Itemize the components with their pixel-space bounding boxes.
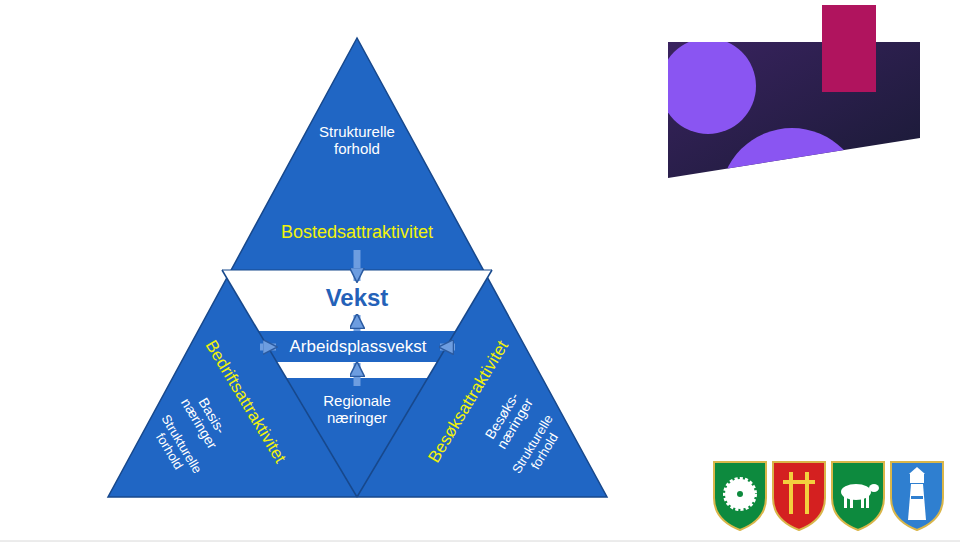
cross-symbol [783,480,799,484]
diagram-section: Vekst [307,283,407,313]
lighthouse-symbol [909,467,925,474]
saw-blade [725,479,755,509]
diagram-section: Regionale næringer [307,388,407,430]
flow-arrow [354,363,361,386]
flow-arrow [260,344,276,351]
flow-arrow [440,344,455,351]
coat-of-arms [773,462,825,530]
node-text: Strukturelle forhold [309,124,405,157]
coat-of-arms [714,462,766,530]
deco-circle [720,128,864,272]
cross-symbol [799,480,815,484]
cow-symbol [869,484,879,492]
flow-arrow [354,315,361,331]
coat-of-arms [891,462,943,530]
diagram-section: Arbeidsplassvekst [278,333,438,361]
saw-hub [737,491,743,497]
lighthouse-symbol [908,484,926,520]
deco-rect [822,5,876,92]
lighthouse-symbol [910,474,924,483]
work-band [258,331,457,362]
cow-symbol [850,496,853,508]
node-text: Bostedsattraktivitet [281,223,433,243]
diagram-section: BedriftsattraktivitetBasis- næringerStru… [110,325,260,495]
diagram-section: BesøksattraktivitetBesøks- næringerStruk… [455,325,605,495]
node-text: Regionale næringer [316,393,398,426]
coat-of-arms [832,462,884,530]
flow-arrow [354,250,361,281]
cross-symbol [805,472,809,514]
cross-symbol [789,472,793,514]
diagram-section: Strukturelle forholdBostedsattraktivitet [252,108,462,248]
cow-symbol [861,496,864,508]
inner-white-band [222,270,492,378]
cow-symbol [866,496,869,508]
deco-circle [660,38,756,134]
cow-symbol [844,496,847,508]
lighthouse-stripe [911,496,923,499]
footer-rule [0,541,960,542]
node-text: Vekst [326,285,389,311]
node-text: Arbeidsplassvekst [289,338,426,357]
main-triangle [108,38,607,497]
